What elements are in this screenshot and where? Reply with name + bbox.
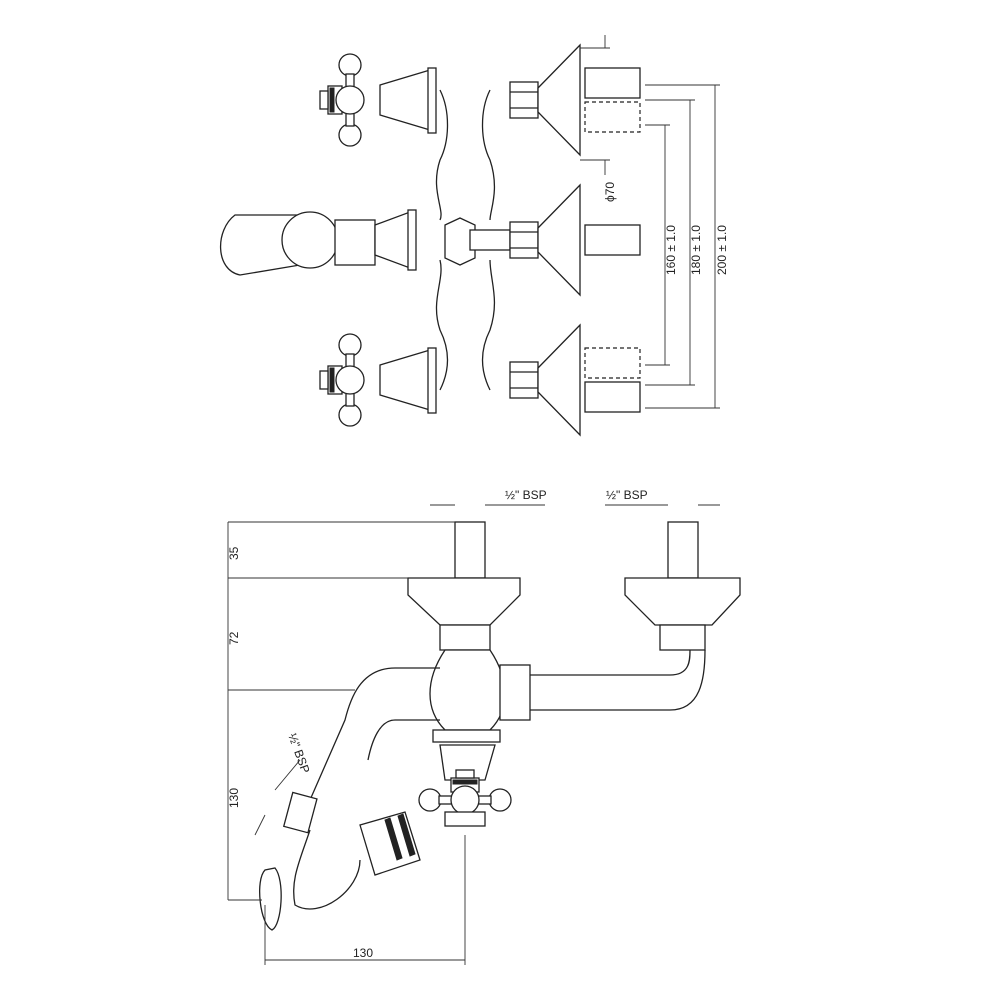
handle-hot-top [319,53,365,147]
dim-200: 200 ± 1.0 [715,225,729,275]
hand-shower [259,867,282,931]
bsp-right: ½" BSP [606,488,648,502]
side-view: ½" BSP ½" BSP ½" BSP 35 72 130 130 [227,488,741,965]
bsp-left: ½" BSP [505,488,547,502]
dim-130-vertical: 130 [227,788,241,808]
inlet-fitting-top [509,44,581,156]
inlet-fitting-bottom [509,324,581,436]
handle-cold-top [319,333,365,427]
top-view: 200 ± 1.0 180 ± 1.0 160 ± 1.0 ϕ70 [219,35,729,436]
dim-35: 35 [227,546,241,560]
spout-top [219,214,301,276]
dim-160: 160 ± 1.0 [664,225,678,275]
dim-180: 180 ± 1.0 [689,225,703,275]
dim-72: 72 [227,631,241,645]
bsp-hose: ½" BSP [285,731,312,775]
diameter-70: ϕ70 [603,182,617,202]
handle-side [418,769,512,815]
dim-130-horizontal: 130 [353,946,373,960]
inlet-fitting-middle [509,184,581,296]
